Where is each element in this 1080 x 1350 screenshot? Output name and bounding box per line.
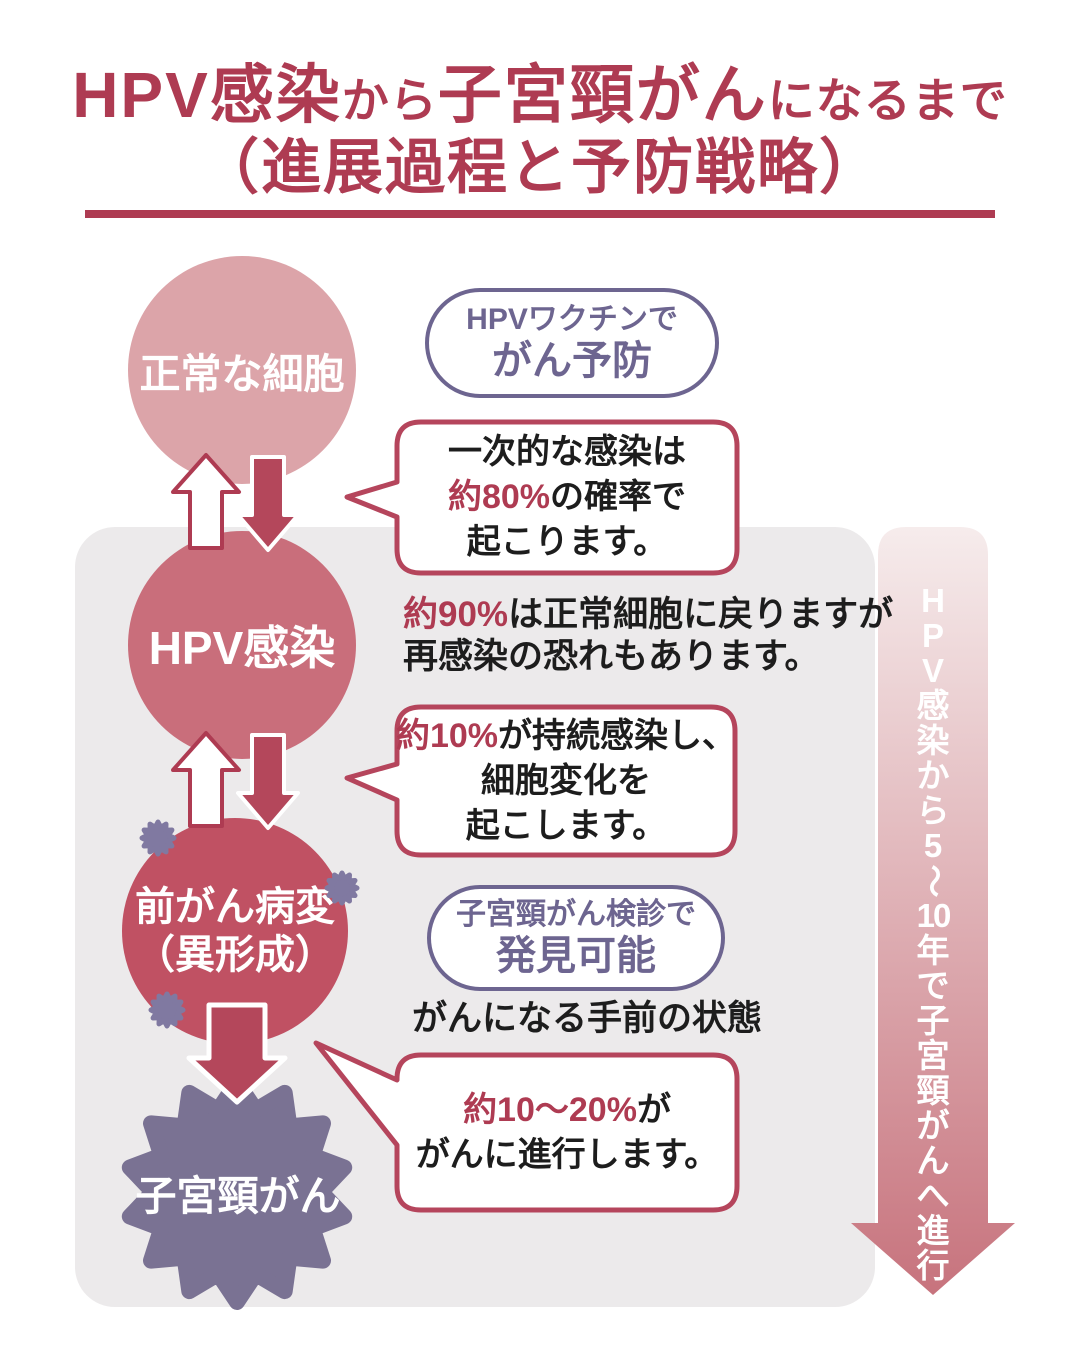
- note-90pct-line2: 再感染の恐れもあります。: [403, 637, 820, 676]
- title-part-ninarumade: になるまで: [767, 74, 1008, 127]
- note-90pct-recovery: 約90%は正常細胞に戻りますが 再感染の恐れもあります。: [403, 594, 893, 678]
- bubble3-line1: 約10〜20%が: [463, 1088, 671, 1133]
- screening-pill-line2: 発見可能: [496, 934, 656, 978]
- stage-precancerous-lesion-label2: （異形成）: [135, 933, 335, 977]
- bubble-progression-to-cancer: 約10〜20%が がんに進行します。: [313, 1040, 740, 1213]
- bubble2-line2: 細胞変化を: [481, 761, 651, 800]
- bubble1-line1: 一次的な感染は: [448, 433, 686, 471]
- bubble1-accent-80pct: 約80%: [447, 478, 551, 516]
- bubble-progression-text: 約10〜20%が がんに進行します。: [397, 1055, 737, 1210]
- bubble-persistent-infection: 約10%が持続感染し、 細胞変化を 起こします。: [344, 704, 738, 858]
- vaccine-prevention-pill: HPVワクチンで がん予防: [425, 288, 719, 398]
- stage-hpv-infection: HPV感染: [128, 531, 356, 759]
- bubble-primary-infection: 一次的な感染は 約80%の確率で 起こります。: [344, 419, 740, 576]
- bubble1-line2: 約80%の確率で: [448, 475, 686, 520]
- bubble3-accent-10-20pct: 約10〜20%: [463, 1090, 637, 1129]
- speech-bubble-shape: [344, 419, 740, 576]
- stage-precancerous-lesion: 前がん病変 （異形成）: [122, 818, 348, 1044]
- note-90pct-line1: 約90%は正常細胞に戻りますが: [403, 594, 893, 636]
- title-part-kara: から: [341, 74, 438, 127]
- title-part-cervical-cancer: 子宮頸がん: [437, 59, 768, 131]
- bubble2-line3: 起こします。: [465, 806, 667, 845]
- speech-bubble-shape: [313, 1040, 740, 1213]
- stage-hpv-infection-label: HPV感染: [148, 622, 336, 674]
- bubble1-line2-rest: の確率で: [550, 478, 687, 516]
- screening-pill-line1: 子宮頸がん検診で: [456, 898, 696, 931]
- bubble3-line1-rest: が: [636, 1090, 671, 1129]
- bubble-primary-infection-text: 一次的な感染は 約80%の確率で 起こります。: [397, 422, 737, 573]
- speech-bubble-shape: [344, 704, 738, 858]
- vaccine-pill-line2: がん予防: [492, 339, 652, 383]
- screening-detection-pill: 子宮頸がん検診で 発見可能: [427, 885, 725, 991]
- title-divider: [85, 210, 995, 218]
- page-title-line1: HPV感染 から 子宮頸がん になるまで: [0, 44, 1080, 131]
- stage-precancerous-lesion-label1: 前がん病変: [135, 885, 335, 929]
- bubble2-line1: 約10%が持続感染し、: [396, 714, 736, 759]
- note-90pct-rest: は正常細胞に戻りますが: [508, 595, 894, 634]
- vaccine-pill-line1: HPVワクチンで: [466, 303, 678, 336]
- bubble3-line2: がんに進行します。: [415, 1135, 719, 1174]
- page-title-line2: （進展過程と予防戦略）: [199, 133, 881, 201]
- bubble-persistent-infection-text: 約10%が持続感染し、 細胞変化を 起こします。: [396, 707, 736, 855]
- note-accent-90pct: 約90%: [403, 595, 509, 634]
- note-precancer-state: がんになる手前の状態: [412, 999, 763, 1038]
- bubble2-accent-10pct: 約10%: [395, 716, 499, 755]
- bubble1-line3: 起こります。: [466, 523, 668, 561]
- title-part-hpv-infection: HPV感染: [72, 59, 342, 131]
- stage-normal-cells-label: 正常な細胞: [139, 351, 345, 397]
- bubble2-line1-rest: が持続感染し、: [498, 716, 737, 755]
- stage-normal-cells: 正常な細胞: [128, 256, 356, 484]
